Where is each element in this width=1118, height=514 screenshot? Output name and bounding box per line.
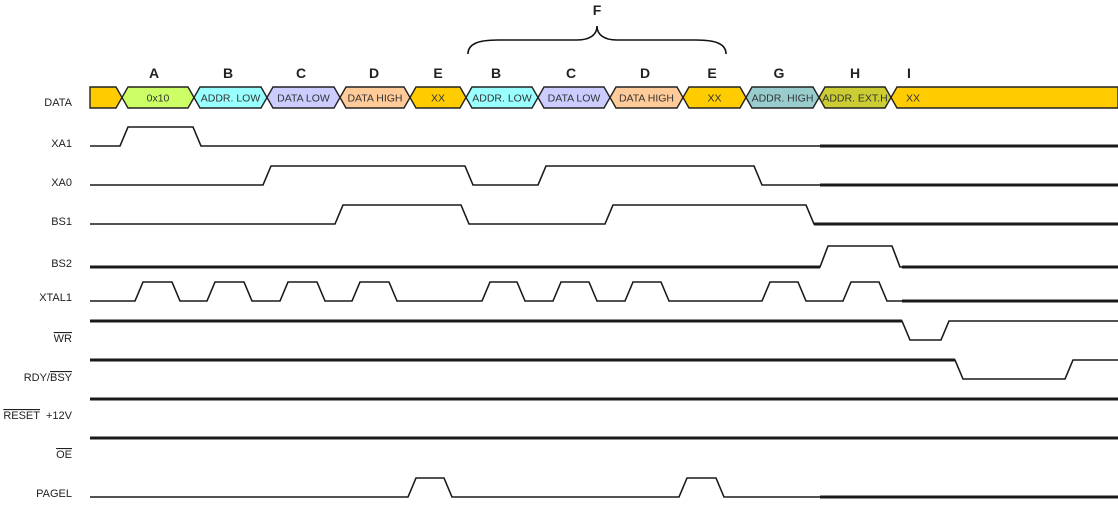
signal-wr: WR	[54, 319, 1118, 345]
signal-label-overline: RESET	[3, 410, 40, 422]
phase-label-h: H	[850, 65, 860, 81]
signal-bs1: BS1	[51, 204, 1118, 228]
data-segment: ADDR. EXT.H	[818, 86, 892, 109]
data-segment: DATA HIGH	[339, 86, 411, 109]
signal-oe: OE	[56, 436, 1118, 461]
data-segment: DATA HIGH	[609, 86, 684, 109]
data-segment-text: XX	[906, 93, 920, 105]
waveform	[90, 204, 1118, 225]
phase-label-i: I	[907, 65, 911, 81]
signal-pagel: PAGEL	[36, 477, 1118, 500]
signal-label-text: BS1	[51, 216, 72, 228]
waveform	[90, 126, 1118, 147]
data-segment: DATA LOW	[266, 86, 341, 109]
phase-label-e: E	[433, 65, 442, 81]
data-segment: ADDR. HIGH	[745, 86, 820, 109]
data-segment	[89, 86, 123, 109]
phase-label-c: C	[566, 65, 576, 81]
signal-label: XA0	[51, 177, 72, 189]
signal-label-text: BS2	[51, 258, 72, 270]
signal-label: BS1	[51, 216, 72, 228]
signal-label-text: XA0	[51, 177, 72, 189]
data-segment: XX	[409, 86, 467, 109]
phase-label-a: A	[149, 65, 159, 81]
data-segment-shape	[89, 86, 123, 109]
brace-f: F	[467, 2, 727, 55]
data-segment-text: ADDR. EXT.H	[822, 93, 887, 105]
waveform	[90, 165, 1118, 186]
signal-reset: RESET +12V	[3, 397, 1118, 422]
waveform	[90, 245, 1118, 268]
signal-xtal1: XTAL1	[39, 281, 1118, 304]
signal-label-data: DATA	[44, 97, 72, 109]
brace-label: F	[593, 2, 602, 18]
data-segment-text: DATA LOW	[548, 93, 601, 105]
data-segment: XX	[682, 86, 747, 109]
data-segment: DATA LOW	[537, 86, 611, 109]
signal-rdy-bsy: RDY/BSY	[24, 358, 1118, 384]
signal-label: OE	[56, 449, 72, 461]
signal-xa1: XA1	[51, 126, 1118, 150]
signal-label: XA1	[51, 138, 72, 150]
brace-curve	[467, 25, 727, 55]
signal-label: PAGEL	[36, 488, 72, 500]
data-segment-text: ADDR. LOW	[201, 93, 261, 105]
data-bus: DATA 0x10 ADDR. LOW DATA LOW DATA HIGH XX ADD…	[44, 86, 1118, 109]
waveform	[90, 281, 1118, 302]
phase-label-d: D	[369, 65, 379, 81]
signal-label: BS2	[51, 258, 72, 270]
signal-label-text: XTAL1	[39, 292, 72, 304]
data-segment-shape	[890, 86, 1118, 109]
phase-label-c: C	[296, 65, 306, 81]
phase-label-b: B	[491, 65, 501, 81]
phase-label-e: E	[707, 65, 716, 81]
signal-bs2: BS2	[51, 245, 1118, 270]
signal-label-overline: WR	[54, 333, 72, 345]
data-segment-text: XX	[707, 93, 721, 105]
data-segment: 0x10	[121, 86, 195, 109]
data-segment-text: ADDR. HIGH	[752, 93, 814, 105]
signal-label-suffix: +12V	[46, 410, 73, 422]
signal-label-overline: OE	[56, 449, 72, 461]
data-segment-text: XX	[431, 93, 445, 105]
data-segment-text: DATA HIGH	[347, 93, 402, 105]
phase-label-d: D	[640, 65, 650, 81]
phase-label-b: B	[223, 65, 233, 81]
signal-label: RDY/BSY	[24, 372, 73, 384]
waveform	[90, 477, 1118, 498]
data-segment-text: DATA LOW	[277, 93, 330, 105]
data-segment: ADDR. LOW	[193, 86, 268, 109]
waveform	[90, 359, 1118, 380]
signal-label-overline: BSY	[50, 372, 73, 384]
signal-label-text: XA1	[51, 138, 72, 150]
signal-label-text: PAGEL	[36, 488, 72, 500]
data-segment-text: ADDR. LOW	[472, 93, 532, 105]
data-segment-text: DATA HIGH	[619, 93, 674, 105]
phase-label-g: G	[774, 65, 785, 81]
signal-xa0: XA0	[51, 165, 1118, 189]
data-segment: XX	[890, 86, 1118, 109]
signal-label: RESET +12V	[3, 410, 72, 422]
signal-label: WR	[54, 333, 72, 345]
waveform	[90, 320, 1118, 341]
data-segment-text: 0x10	[147, 93, 170, 105]
signal-label-text: RDY/	[24, 372, 51, 384]
signal-label: XTAL1	[39, 292, 72, 304]
data-segment: ADDR. LOW	[465, 86, 539, 109]
